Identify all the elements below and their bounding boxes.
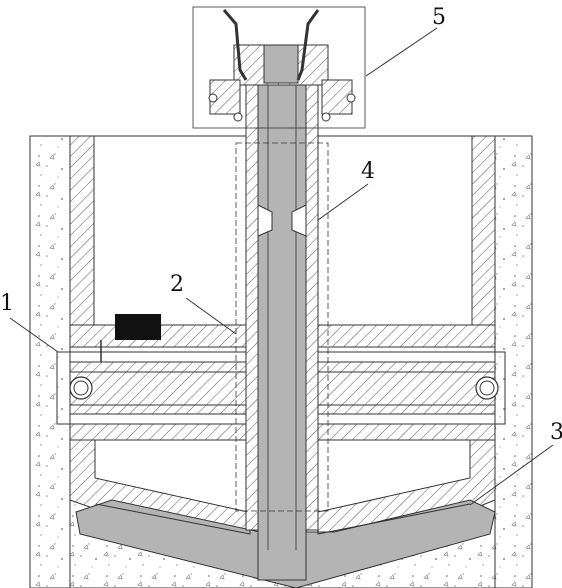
callout-1: 1 (0, 291, 14, 316)
leader-lines (9, 27, 554, 506)
callout-3: 3 (550, 420, 562, 445)
callout-2: 2 (170, 272, 184, 297)
seal-ring-right (475, 376, 499, 400)
concrete-right (494, 135, 533, 588)
head-assembly (192, 6, 366, 129)
callout-5: 5 (432, 5, 446, 30)
concrete-left (29, 135, 71, 588)
coupling (257, 204, 307, 237)
seal-ring-left (69, 376, 93, 400)
central-shaft (235, 79, 329, 581)
sensor-box (115, 314, 161, 340)
callout-4: 4 (361, 159, 375, 184)
